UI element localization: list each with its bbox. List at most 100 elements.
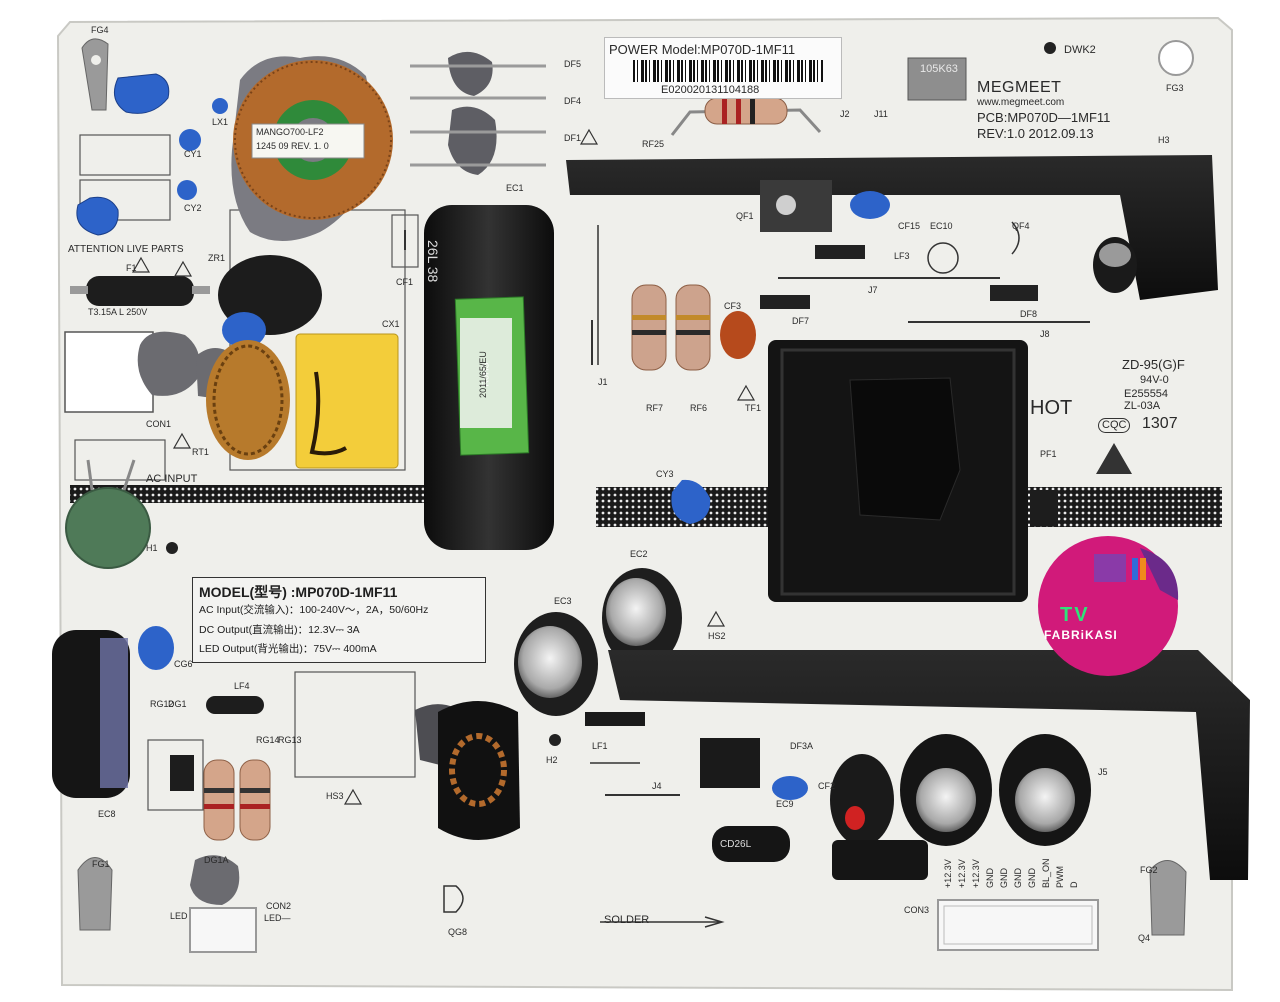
led-output-spec: LED Output(背光输出)：75V⎓ 400mA (199, 643, 377, 655)
ref-hs3: HS3 (326, 791, 344, 801)
attention-text: ATTENTION LIVE PARTS (68, 244, 184, 255)
capacitor-cg6 (138, 626, 174, 670)
ref-dg1: DG1 (168, 699, 187, 709)
fuse-pf1 (1030, 490, 1058, 526)
watermark-fabrikasi: FABRiKASI (1044, 628, 1118, 642)
ac-input-spec: AC Input(交流输入)：100-240V～，2A，50/60Hz (199, 604, 429, 616)
bulk-cap-print: 26L 38 (425, 240, 441, 283)
connector-con3 (937, 899, 1099, 951)
con3-pin-label: D (1069, 881, 1079, 889)
resistor-rg14 (239, 759, 271, 841)
ul-code: ZD-95(G)F (1122, 357, 1185, 372)
ref-cy3: CY3 (656, 469, 674, 479)
y-capacitor (671, 479, 711, 524)
ref-q4: Q4 (1138, 933, 1151, 943)
con3-pin-label: GND (985, 868, 995, 888)
ref-fg3: FG3 (1166, 83, 1184, 93)
date-code: 1307 (1142, 415, 1178, 432)
resistor-rf25 (704, 97, 788, 125)
barcode (633, 60, 823, 82)
ref-qf4: QF4 (1012, 221, 1030, 231)
glue (190, 855, 240, 905)
ref-ec9: EC9 (776, 799, 794, 809)
ref-df8: DF8 (1020, 309, 1038, 319)
fuse (86, 276, 194, 306)
ref-lx1: LX1 (212, 117, 229, 127)
ref-df5: DF5 (564, 59, 582, 69)
ref-rg12: RG12 (150, 699, 174, 709)
ref-df3a: DF3A (790, 741, 814, 751)
ref-con2: CON2 (266, 901, 292, 911)
glue (137, 331, 200, 396)
ref-rf6: RF6 (690, 403, 708, 413)
mount-hole (1158, 40, 1194, 76)
ref-lf1: LF1 (592, 741, 608, 751)
ref-cf1: CF1 (396, 277, 414, 287)
barcode-text: E020020131104188 (661, 84, 760, 96)
ref-ec2: EC2 (630, 549, 648, 559)
mount-hole (166, 542, 178, 554)
ref-j7: J7 (868, 285, 878, 295)
ac-input-label: AC INPUT (146, 473, 198, 485)
ref-rg14: RG14 (256, 735, 280, 745)
con3-pin-label: GND (1027, 868, 1037, 888)
ground-tab (1149, 860, 1187, 936)
ref-ec8: EC8 (98, 809, 116, 819)
ref-j5: J5 (1098, 767, 1108, 777)
ref-j1: J1 (598, 377, 608, 387)
con3-pin-label: +12.3V (971, 859, 981, 888)
con3-pin-label: +12.3V (957, 859, 967, 888)
ref-con1: CON1 (146, 419, 172, 429)
ref-df7: DF7 (792, 316, 810, 326)
ref-h1: H1 (146, 543, 158, 553)
ref-fg2: FG2 (1140, 865, 1158, 875)
fuse-rating: T3.15A L 250V (88, 307, 148, 317)
glue (448, 106, 497, 175)
ref-hs2: HS2 (708, 631, 726, 641)
isolation-strip (70, 485, 430, 503)
ref-lf4: LF4 (234, 681, 250, 691)
brand-website: www.megmeet.com (977, 97, 1065, 108)
cqc-mark: CQC (1098, 418, 1131, 433)
ref-qg8: QG8 (448, 927, 468, 937)
ref-f1: F1 (126, 263, 137, 273)
ref-pf1: PF1 (1040, 449, 1057, 459)
glue (448, 51, 493, 96)
ref-j2: J2 (840, 109, 850, 119)
ref-ec10: EC10 (930, 221, 953, 231)
x-capacitor (295, 333, 399, 469)
capacitor-cf3 (720, 311, 756, 359)
con3-pin-label: GND (999, 868, 1009, 888)
resistor-rg12 (203, 759, 235, 841)
ref-qf1: QF1 (736, 211, 754, 221)
toroid-lf (206, 340, 290, 460)
power-model-text: POWER Model:MP070D-1MF11 (609, 42, 796, 57)
watermark-tv: TV (1060, 604, 1090, 626)
choke-label-1: MANGO700-LF2 (256, 127, 324, 137)
brand-name: MEGMEET (977, 79, 1062, 96)
film-cap-code: 105K63 (920, 63, 958, 75)
con3-pin-label: +12.3V (943, 859, 953, 888)
solder-label: SOLDER (604, 914, 650, 926)
power-label: POWER Model:MP070D-1MF11 E02002013110418… (604, 37, 842, 99)
ref-led: LED (170, 911, 188, 921)
choke-label (251, 123, 365, 159)
capacitor (830, 754, 894, 846)
flame-rating: 94V-0 (1140, 374, 1169, 386)
ref-led-arrow: LED— (264, 913, 291, 923)
ground-tab (81, 38, 109, 111)
ref-rf7: RF7 (646, 403, 664, 413)
varistor (65, 487, 151, 569)
connector-led (189, 907, 257, 953)
resistor-rf6 (675, 284, 711, 371)
ref-cg6: CG6 (174, 659, 193, 669)
model-title: MODEL(型号) :MP070D-1MF11 (199, 584, 398, 600)
ref-cf15: CF15 (898, 221, 921, 231)
ref-cy2: CY2 (184, 203, 202, 213)
ground-tab (77, 857, 113, 931)
pcb-number: PCB:MP070D—1MF11 (977, 110, 1111, 125)
mount-hole (549, 734, 561, 746)
model-info-box: MODEL(型号) :MP070D-1MF11 AC Input(交流输入)：1… (192, 577, 486, 663)
ref-j4: J4 (652, 781, 662, 791)
con3-pin-label: PWM (1055, 866, 1065, 888)
